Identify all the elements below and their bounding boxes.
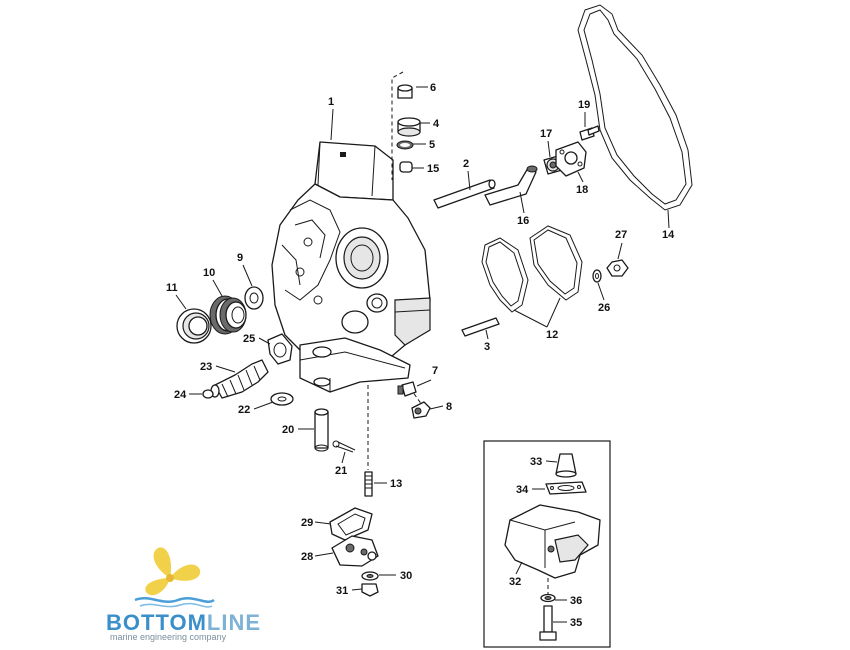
part-3-rod [461,317,500,337]
callout-labels: 1 2 3 4 5 6 7 8 9 10 11 12 13 14 15 16 1… [166,82,675,629]
logo-word-line: LINE [207,610,261,635]
part-34-gasket [545,481,587,495]
part-28-pump-block [331,535,379,567]
callout-14: 14 [662,229,675,241]
part-11-bearing-race [176,308,212,344]
callout-31: 31 [336,585,348,597]
part-36-washer [540,593,556,603]
inset-box [483,440,611,648]
part-29-gasket [329,507,373,541]
part-22-washer [270,392,294,406]
callout-17: 17 [540,128,552,140]
part-27-nut [606,259,629,277]
callout-34: 34 [516,484,529,496]
part-18-plate [555,141,587,177]
callout-16: 16 [517,215,529,227]
part-13-stud [364,471,373,497]
wave-icon [134,597,215,603]
logo-word-bottom: BOTTOM [106,610,207,635]
gear-housing [271,141,431,393]
part-16-elbow-hose [484,165,538,206]
callout-3: 3 [484,341,490,353]
callout-26: 26 [598,302,610,314]
callout-7: 7 [432,365,438,377]
part-8-fitting [411,401,431,419]
callout-11: 11 [166,282,178,294]
alignment-line-top [391,71,404,180]
callout-22: 22 [238,404,250,416]
callout-35: 35 [570,617,582,629]
part-23-bellows [210,359,269,399]
bottomline-logo: BOTTOMLINE marine engineering company [106,547,261,642]
part-35-bolt [539,605,557,641]
callout-12: 12 [546,329,558,341]
callout-10: 10 [203,267,215,279]
callout-1: 1 [328,96,334,108]
callout-2: 2 [463,158,469,170]
part-19-screw [579,125,600,141]
svg-text:BOTTOMLINE: BOTTOMLINE [106,610,261,635]
part-24-cap [202,389,214,399]
callout-19: 19 [578,99,590,111]
part-33-cap [555,453,577,478]
callout-5: 5 [429,139,435,151]
part-12-gaskets [481,225,583,313]
callout-6: 6 [430,82,436,94]
callout-9: 9 [237,252,243,264]
callout-8: 8 [446,401,452,413]
callout-33: 33 [530,456,542,468]
part-14-gasket [577,4,693,211]
callout-13: 13 [390,478,402,490]
callout-25: 25 [243,333,255,345]
part-30-washer [361,571,379,581]
callout-24: 24 [174,389,187,401]
part-4-bushing [397,117,421,137]
callout-18: 18 [576,184,588,196]
callout-27: 27 [615,229,627,241]
part-10-seal [209,295,247,335]
part-32-block [504,504,601,579]
part-2-rod [433,179,496,209]
part-31-nut [361,583,379,597]
part-20-pin [314,408,329,452]
leader-lines [175,86,670,623]
callout-4: 4 [433,118,440,130]
callout-30: 30 [400,570,412,582]
part-25-clamp [267,333,293,365]
propeller-icon [145,547,201,596]
callout-29: 29 [301,517,313,529]
part-15-plug [399,161,413,173]
callout-21: 21 [335,465,347,477]
callout-36: 36 [570,595,582,607]
part-26-washer [592,269,602,283]
callout-15: 15 [427,163,439,175]
callout-23: 23 [200,361,212,373]
callout-20: 20 [282,424,294,436]
part-7-fitting [397,381,417,397]
part-21-cotter-pin [332,440,356,453]
logo-tagline: marine engineering company [110,632,227,642]
part-6-cap [397,84,413,99]
callout-28: 28 [301,551,313,563]
callout-32: 32 [509,576,521,588]
part-9-washer [244,286,264,310]
